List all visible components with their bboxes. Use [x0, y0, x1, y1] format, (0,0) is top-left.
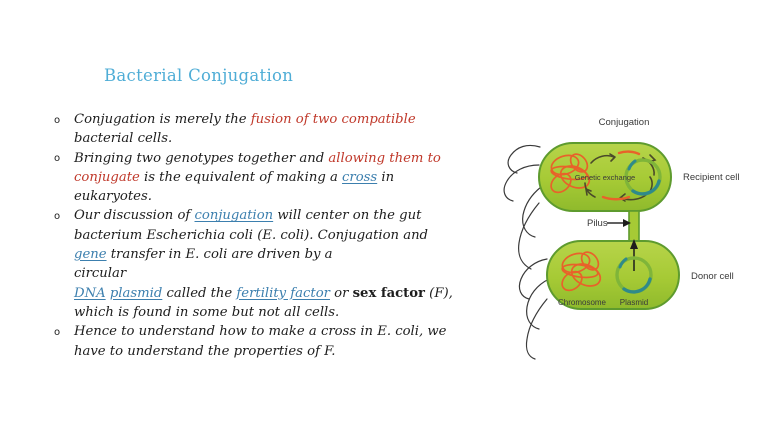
transferred-dna-fragments [601, 150, 641, 201]
text-segment: bacterial cells. [74, 131, 173, 147]
text-segment-highlight: allowing them to conjugate [74, 150, 441, 185]
label-donor-cell: Donor cell [691, 271, 734, 282]
list-item-text: Our discussion of conjugation will cente… [74, 206, 464, 322]
diagram-title: Conjugation [599, 117, 650, 128]
text-segment: in eukaryotes. [74, 169, 395, 205]
text-segment: will center on the gut bacterium Escheri… [74, 208, 429, 243]
link-gene[interactable]: gene [74, 247, 107, 263]
plasmid-ring-upper [624, 158, 662, 196]
bullet-list: o Conjugation is merely the fusion of tw… [44, 110, 464, 361]
text-segment: Bringing two genotypes together and [74, 150, 329, 166]
donor-cell-body [546, 240, 680, 310]
conjugation-diagram: Conjugation [483, 103, 765, 361]
page-title: Bacterial Conjugation [104, 66, 294, 85]
pilus-arrow-icon [607, 219, 631, 227]
list-item: o Hence to understand how to make a cros… [44, 322, 464, 361]
flagella-group [503, 144, 542, 270]
chromosome-upper [550, 153, 591, 194]
label-recipient-cell: Recipient cell [683, 172, 740, 183]
link-fertility-factor[interactable]: fertility factor [236, 285, 330, 301]
list-item: o Conjugation is merely the fusion of tw… [44, 110, 464, 149]
text-segment: circular [74, 266, 127, 282]
text-segment: Our discussion of [74, 208, 195, 224]
link-dna[interactable]: DNA [74, 285, 106, 301]
list-item-text: Hence to understand how to make a cross … [74, 324, 447, 359]
link-plasmid[interactable]: plasmid [109, 285, 163, 301]
list-item-text: Conjugation is merely the fusion of two … [74, 110, 464, 149]
chromosome-lower [561, 251, 602, 292]
bullet-marker: o [54, 114, 61, 126]
bullet-marker: o [54, 210, 61, 222]
bullet-marker: o [54, 326, 61, 338]
list-item: o Our discussion of conjugation will cen… [44, 206, 464, 322]
flagella-group-donor [518, 258, 550, 360]
text-segment-highlight: fusion of two compatible [250, 112, 416, 127]
text-segment-bold: sex factor [352, 285, 425, 301]
label-genetic-exchange: Genetic exchange [575, 173, 635, 182]
pilus-connector [628, 210, 640, 242]
text-segment: Conjugation is merely the [74, 112, 251, 127]
text-segment: is the equivalent of making a [139, 169, 343, 185]
list-item: o Bringing two genotypes together and al… [44, 149, 464, 207]
plasmid-ring-lower [615, 256, 653, 294]
list-item-text: Bringing two genotypes together and allo… [74, 149, 464, 207]
label-pilus: Pilus [587, 218, 608, 229]
text-segment: (F), which is found in some but not all … [74, 285, 453, 320]
text-segment: called the [162, 285, 237, 301]
label-chromosome: Chromosome [558, 298, 607, 307]
bullet-marker: o [54, 153, 61, 165]
label-plasmid: Plasmid [620, 298, 648, 307]
link-conjugation[interactable]: conjugation [194, 208, 274, 224]
text-segment: transfer in E. coli are driven by a [106, 247, 333, 263]
link-cross[interactable]: cross [342, 169, 378, 185]
text-segment: or [329, 285, 353, 301]
